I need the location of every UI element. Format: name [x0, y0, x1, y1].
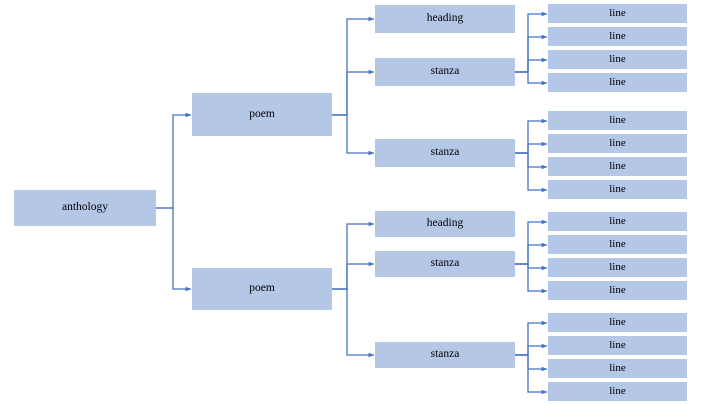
node-line-line-2-2[interactable]: line: [548, 134, 687, 153]
node-label: line: [609, 284, 626, 296]
node-line-line-2-1[interactable]: line: [548, 111, 687, 130]
edge-stanza-1a-to-line-1-2: [515, 34, 548, 73]
node-label: line: [609, 30, 626, 42]
edge-stanza-2b-to-line-4-3: [515, 354, 548, 372]
node-line-line-1-1[interactable]: line: [548, 4, 687, 23]
node-poem-poem-2[interactable]: poem: [192, 268, 332, 310]
node-label: line: [609, 238, 626, 250]
node-label: stanza: [430, 348, 460, 361]
node-label: stanza: [430, 65, 460, 78]
edge-stanza-2b-to-line-4-2: [515, 343, 548, 356]
node-line-line-4-3[interactable]: line: [548, 359, 687, 378]
node-line-line-1-2[interactable]: line: [548, 27, 687, 46]
node-label: heading: [426, 217, 464, 230]
edge-stanza-2a-to-line-3-3: [515, 263, 548, 271]
edge-poem-2-to-stanza-2b: [332, 288, 375, 358]
node-label: line: [609, 316, 626, 328]
node-line-line-2-3[interactable]: line: [548, 157, 687, 176]
node-label: anthology: [62, 201, 108, 214]
edge-stanza-1a-to-line-1-3: [515, 57, 548, 73]
edge-stanza-2a-to-line-3-2: [515, 242, 548, 265]
edge-anthology-to-poem-2: [156, 207, 192, 292]
node-anthology-anthology[interactable]: anthology: [14, 190, 156, 226]
edge-poem-1-to-stanza-1a: [332, 69, 375, 116]
node-section-stanza-1a[interactable]: stanza: [375, 58, 515, 86]
edge-poem-2-to-heading-2: [332, 221, 375, 290]
node-line-line-3-1[interactable]: line: [548, 212, 687, 231]
node-label: line: [609, 160, 626, 172]
node-line-line-2-4[interactable]: line: [548, 180, 687, 199]
node-line-line-1-4[interactable]: line: [548, 73, 687, 92]
edge-stanza-1b-to-line-2-2: [515, 141, 548, 154]
node-label: line: [609, 7, 626, 19]
node-poem-poem-1[interactable]: poem: [192, 93, 332, 136]
node-label: poem: [249, 107, 275, 120]
node-line-line-4-4[interactable]: line: [548, 382, 687, 401]
node-label: line: [609, 114, 626, 126]
node-label: line: [609, 137, 626, 149]
node-line-line-4-2[interactable]: line: [548, 336, 687, 355]
edge-poem-1-to-heading-1: [332, 16, 375, 116]
edge-stanza-1a-to-line-1-4: [515, 71, 548, 86]
edge-poem-2-to-stanza-2a: [332, 261, 375, 290]
node-label: line: [609, 339, 626, 351]
node-line-line-3-2[interactable]: line: [548, 235, 687, 254]
node-label: line: [609, 261, 626, 273]
node-line-line-3-4[interactable]: line: [548, 281, 687, 300]
node-section-heading-1[interactable]: heading: [375, 5, 515, 33]
node-label: stanza: [430, 257, 460, 270]
node-label: poem: [249, 282, 275, 295]
node-label: line: [609, 76, 626, 88]
node-line-line-3-3[interactable]: line: [548, 258, 687, 277]
edge-stanza-2a-to-line-3-1: [515, 219, 548, 265]
edge-stanza-2b-to-line-4-4: [515, 354, 548, 395]
node-section-stanza-1b[interactable]: stanza: [375, 139, 515, 167]
edge-poem-1-to-stanza-1b: [332, 114, 375, 156]
node-label: line: [609, 362, 626, 374]
edge-stanza-2a-to-line-3-4: [515, 263, 548, 294]
edge-stanza-1b-to-line-2-4: [515, 152, 548, 193]
edge-stanza-1b-to-line-2-3: [515, 152, 548, 170]
node-label: line: [609, 215, 626, 227]
node-section-heading-2[interactable]: heading: [375, 211, 515, 237]
node-label: stanza: [430, 146, 460, 159]
node-line-line-1-3[interactable]: line: [548, 50, 687, 69]
node-label: line: [609, 53, 626, 65]
node-section-stanza-2a[interactable]: stanza: [375, 251, 515, 277]
node-label: line: [609, 385, 626, 397]
node-label: line: [609, 183, 626, 195]
node-line-line-4-1[interactable]: line: [548, 313, 687, 332]
edge-stanza-1b-to-line-2-1: [515, 118, 548, 154]
edge-stanza-1a-to-line-1-1: [515, 11, 548, 73]
edge-anthology-to-poem-1: [156, 112, 192, 209]
edge-stanza-2b-to-line-4-1: [515, 320, 548, 356]
node-section-stanza-2b[interactable]: stanza: [375, 342, 515, 368]
node-label: heading: [426, 12, 464, 25]
